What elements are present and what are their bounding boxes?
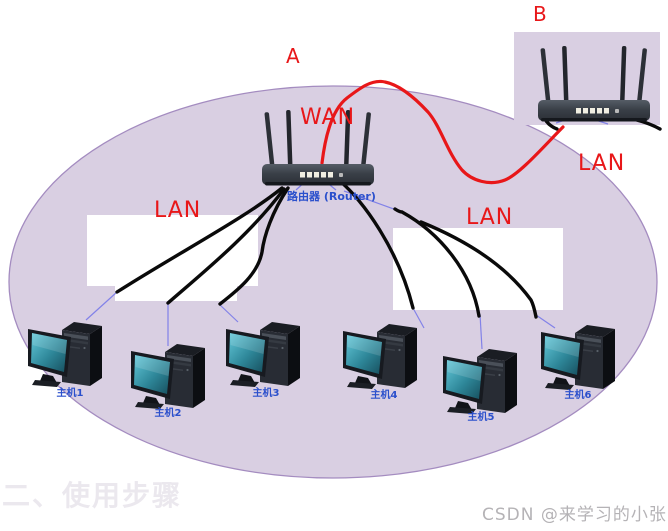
wan-label: WAN [300,105,356,130]
region-a-label: A [286,44,301,68]
router-a-label: 路由器 (Router) [287,190,376,203]
lan-label-b: LAN [578,151,626,176]
region-b-label: B [533,2,548,26]
lan-label-right: LAN [466,205,514,230]
host1-label: 主机1 [56,388,84,399]
lan-cable-1 [115,186,284,294]
host5-label: 主机5 [467,412,495,423]
lan-cable-5 [393,207,481,318]
lan-cable-6 [419,220,538,319]
host6-label: 主机6 [564,390,592,401]
host2-label: 主机2 [154,408,182,419]
host4-label: 主机4 [370,390,398,401]
white-patch-right [393,228,563,310]
host3-label: 主机3 [252,388,280,399]
computer-icon-host1 [28,322,102,387]
wan-cable [320,79,565,185]
lan-cables [115,111,662,319]
ghost-heading: 二、使用步骤 [2,479,183,512]
lan-label-left: LAN [154,198,202,223]
csdn-watermark: CSDN @来学习的小张 [482,505,667,525]
lan-cable-2 [166,187,286,305]
lan-cable-4 [339,180,415,310]
lan-cable-3 [218,186,290,306]
